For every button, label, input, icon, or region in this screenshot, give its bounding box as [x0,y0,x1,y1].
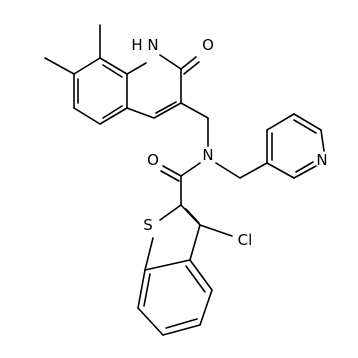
carbonyl-bond [180,56,197,70]
bond-inner [143,273,151,307]
bond-inner [102,64,123,78]
bond [153,102,182,119]
quinolinone-bonds [44,24,209,147]
bond [180,102,209,119]
bond [73,57,101,75]
atom-label-o: O [147,151,159,169]
bond [293,113,322,131]
atom-label-s: S [143,216,153,234]
atom-label-cl: Cl [238,231,253,249]
bond [73,107,101,125]
bond [99,107,128,125]
bond-inner [293,119,317,134]
bond [199,289,213,326]
carbonyl-bond [162,165,182,177]
bond [293,165,317,179]
chloro-bond [199,224,233,237]
bond [144,259,191,271]
bond [126,107,155,119]
bond [159,204,182,221]
bond [126,62,147,75]
atom-label-h: H [131,36,142,54]
bond [144,237,154,271]
bond-inner [165,318,198,329]
methyl-bond [44,57,75,75]
bond [320,129,325,152]
carbonyl-bond [160,170,180,182]
bond [180,162,201,177]
bond [99,57,128,75]
atom-label-o: O [202,36,214,54]
bond [239,162,268,179]
atom-label-n: N [147,36,158,54]
bond [215,162,241,179]
bond-inner [185,265,206,293]
bond-inner [185,208,200,224]
bond-inner [295,161,314,173]
bond-inner [155,101,177,114]
bond [189,224,201,261]
atom-label-n: N [202,146,213,164]
benzothiophene-bonds [137,175,233,336]
amide-bonds [160,162,268,182]
bond [266,162,295,179]
bond [137,269,146,309]
bond [159,54,182,70]
bond [137,307,164,336]
atom-label-n: N [316,151,327,169]
carbonyl-bond [183,61,200,75]
bond [266,113,295,131]
bond [162,324,201,336]
pyridine-bonds [266,113,325,179]
bond-inner [102,105,123,119]
bond [189,259,213,291]
atom-labels: H N O N O N S Cl [131,36,327,249]
